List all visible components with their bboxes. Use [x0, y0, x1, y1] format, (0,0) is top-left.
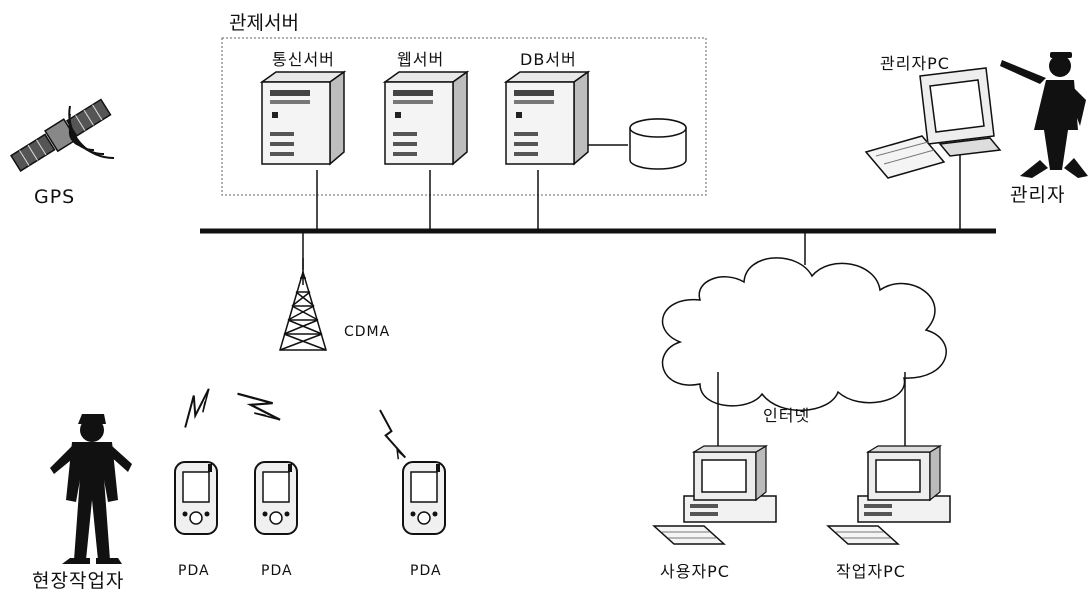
web-server-icon: [384, 71, 468, 165]
pda-label-1: PDA: [178, 563, 210, 579]
web-server-label: 웹서버: [397, 50, 445, 69]
gps-satellite-icon: [10, 98, 115, 172]
database-icon: [588, 118, 687, 170]
pda-label-2: PDA: [261, 563, 293, 579]
user-pc-icon: [653, 445, 777, 545]
pda-label-3: PDA: [410, 563, 442, 579]
db-server-label: DB서버: [520, 50, 577, 69]
admin-pc-icon: [864, 67, 1002, 179]
worker-pc-icon: [827, 445, 951, 545]
pda-icon-1: [174, 461, 218, 535]
control-server-group-label: 관제서버: [229, 12, 299, 34]
db-server-icon: [505, 71, 589, 165]
admin-label: 관리자: [1010, 184, 1066, 206]
admin-pc-label: 관리자PC: [880, 54, 950, 73]
pda-icon-2: [254, 461, 298, 535]
gps-label: GPS: [34, 186, 76, 208]
user-pc-label: 사용자PC: [660, 562, 730, 581]
wireless-signal-icon-2: [236, 386, 282, 428]
wireless-signal-icon-3: [379, 409, 407, 460]
internet-label: 인터넷: [763, 406, 811, 425]
comm-server-label: 통신서버: [272, 50, 335, 69]
internet-cloud-icon: [661, 257, 947, 412]
admin-figure-icon: [1000, 52, 1088, 178]
control-server-box: [221, 37, 707, 196]
cdma-tower-icon: [278, 258, 328, 351]
pda-icon-3: [402, 461, 446, 535]
cdma-label: CDMA: [344, 324, 391, 340]
field-worker-label: 현장작업자: [32, 570, 125, 592]
wireless-signal-icon-1: [178, 387, 216, 429]
worker-pc-label: 작업자PC: [836, 562, 906, 581]
comm-server-icon: [261, 71, 345, 165]
field-worker-figure-icon: [50, 414, 132, 564]
